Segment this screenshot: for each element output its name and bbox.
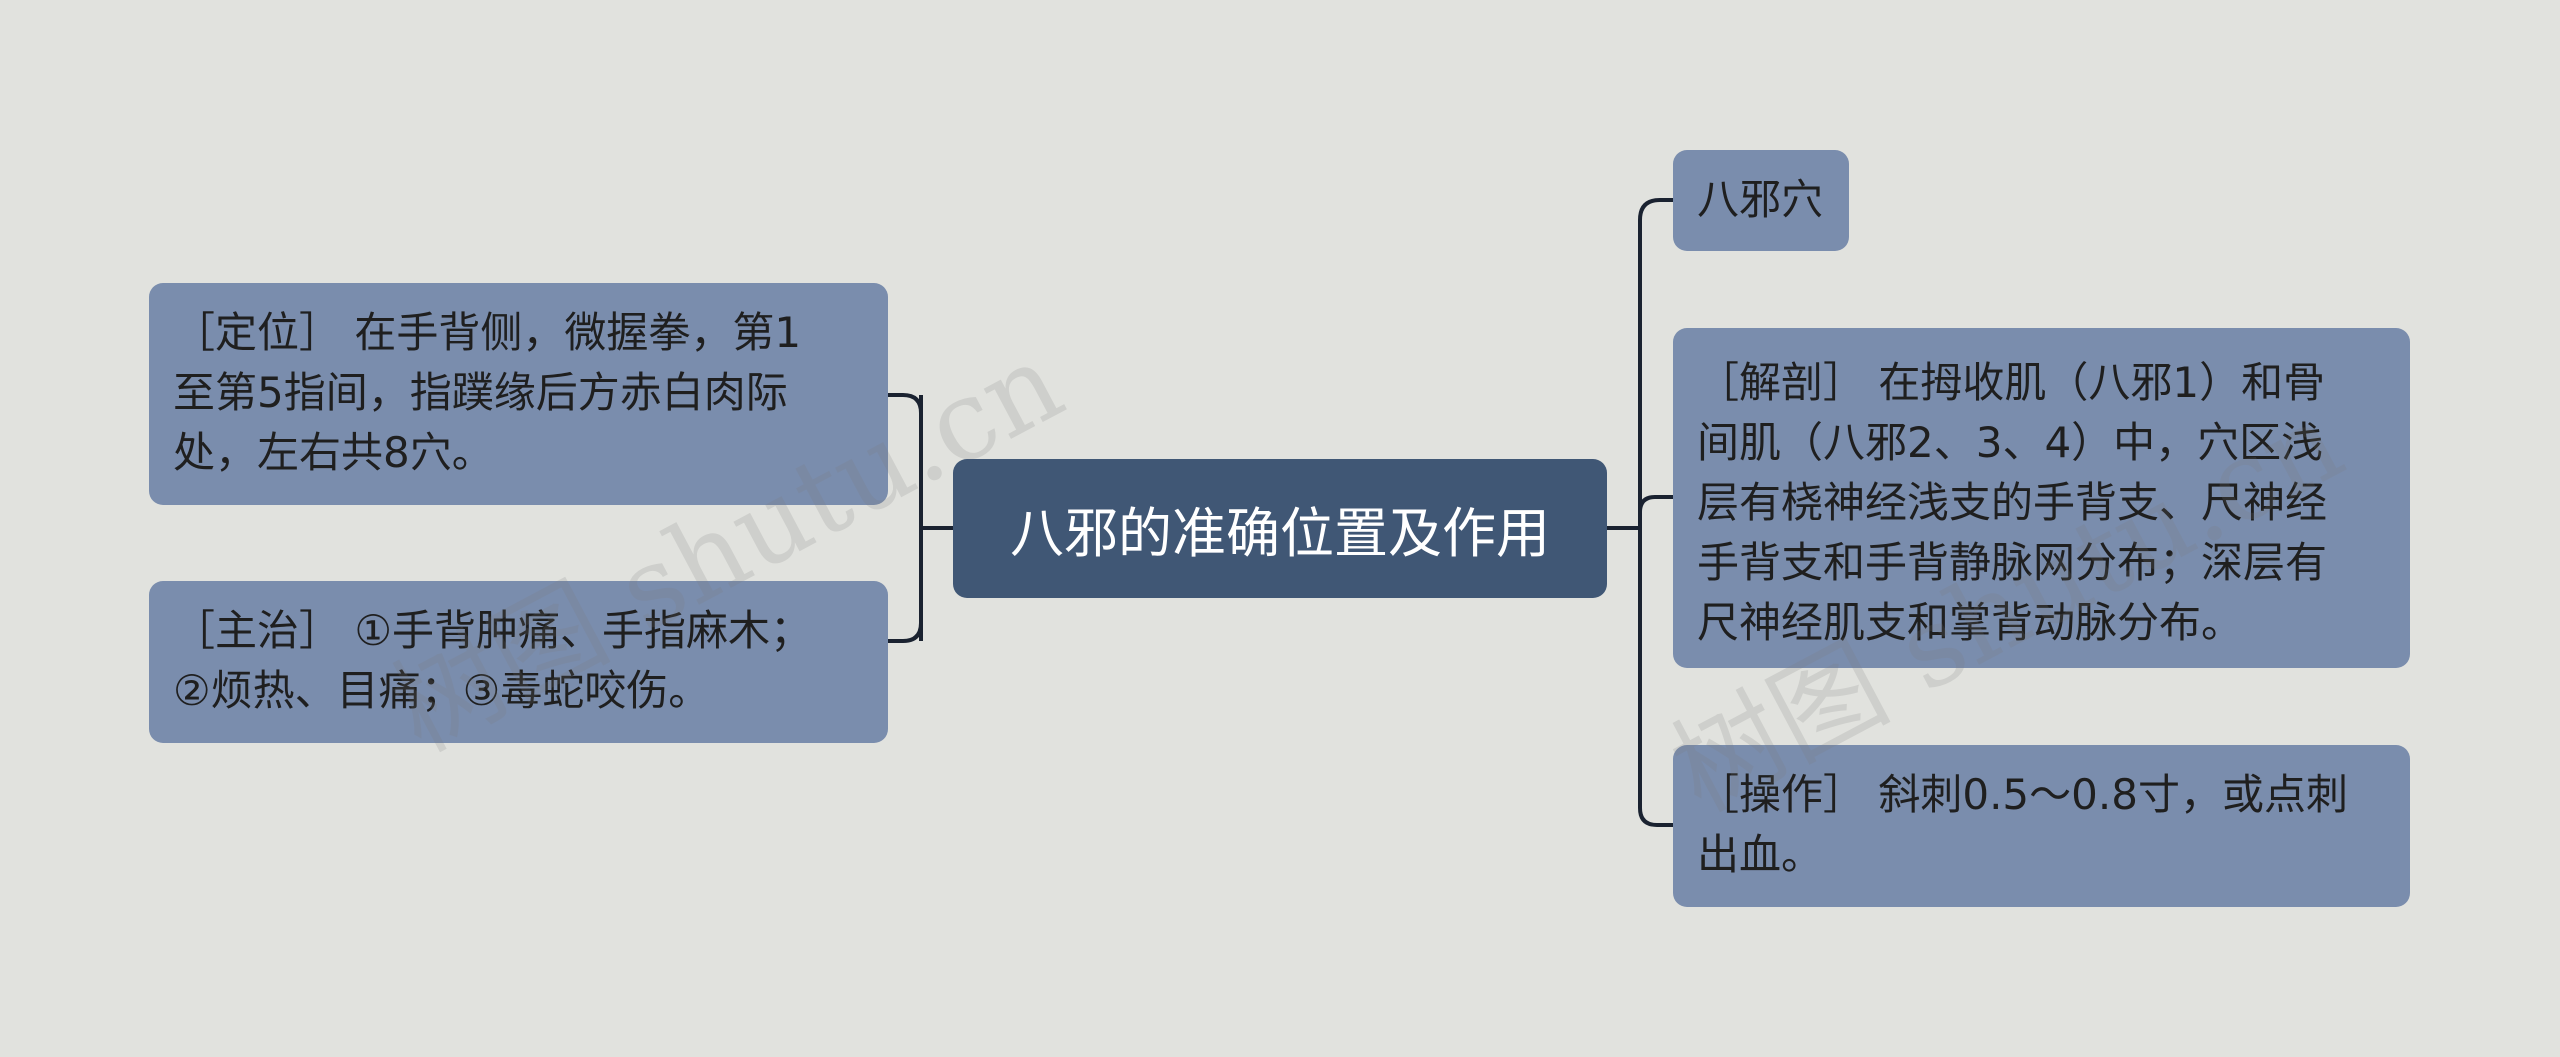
right-node-anatomy-text: ［解剖］ 在拇收肌（八邪1）和骨 间肌（八邪2、3、4）中，穴区浅 层有桡神经浅…: [1697, 358, 2328, 647]
right-node-operation-text: ［操作］ 斜刺0.5～0.8寸，或点刺 出血。: [1697, 770, 2348, 879]
left-node-indication-text: ［主治］ ①手背肿痛、手指麻木； ②烦热、目痛；③毒蛇咬伤。: [173, 606, 813, 715]
left-node-location-text: ［定位］ 在手背侧，微握拳，第1 至第5指间，指蹼缘后方赤白肉际 处，左右共8穴…: [173, 308, 802, 477]
left-node-location[interactable]: ［定位］ 在手背侧，微握拳，第1 至第5指间，指蹼缘后方赤白肉际 处，左右共8穴…: [149, 283, 888, 505]
connector-right-anatomy: [1638, 495, 1673, 513]
right-node-anatomy[interactable]: ［解剖］ 在拇收肌（八邪1）和骨 间肌（八邪2、3、4）中，穴区浅 层有桡神经浅…: [1673, 328, 2410, 668]
connector-left-indication: [888, 622, 923, 643]
connector-right-operation: [1638, 807, 1673, 827]
right-node-operation[interactable]: ［操作］ 斜刺0.5～0.8寸，或点刺 出血。: [1673, 745, 2410, 907]
root-topic-label: 八邪的准确位置及作用: [1010, 502, 1550, 565]
right-node-name-text: 八邪穴: [1697, 175, 1824, 224]
root-topic[interactable]: 八邪的准确位置及作用: [953, 459, 1607, 598]
connector-right-name: [1638, 198, 1673, 221]
connector-left-location: [888, 393, 923, 414]
right-node-name[interactable]: 八邪穴: [1673, 150, 1849, 251]
left-node-indication[interactable]: ［主治］ ①手背肿痛、手指麻木； ②烦热、目痛；③毒蛇咬伤。: [149, 581, 888, 743]
